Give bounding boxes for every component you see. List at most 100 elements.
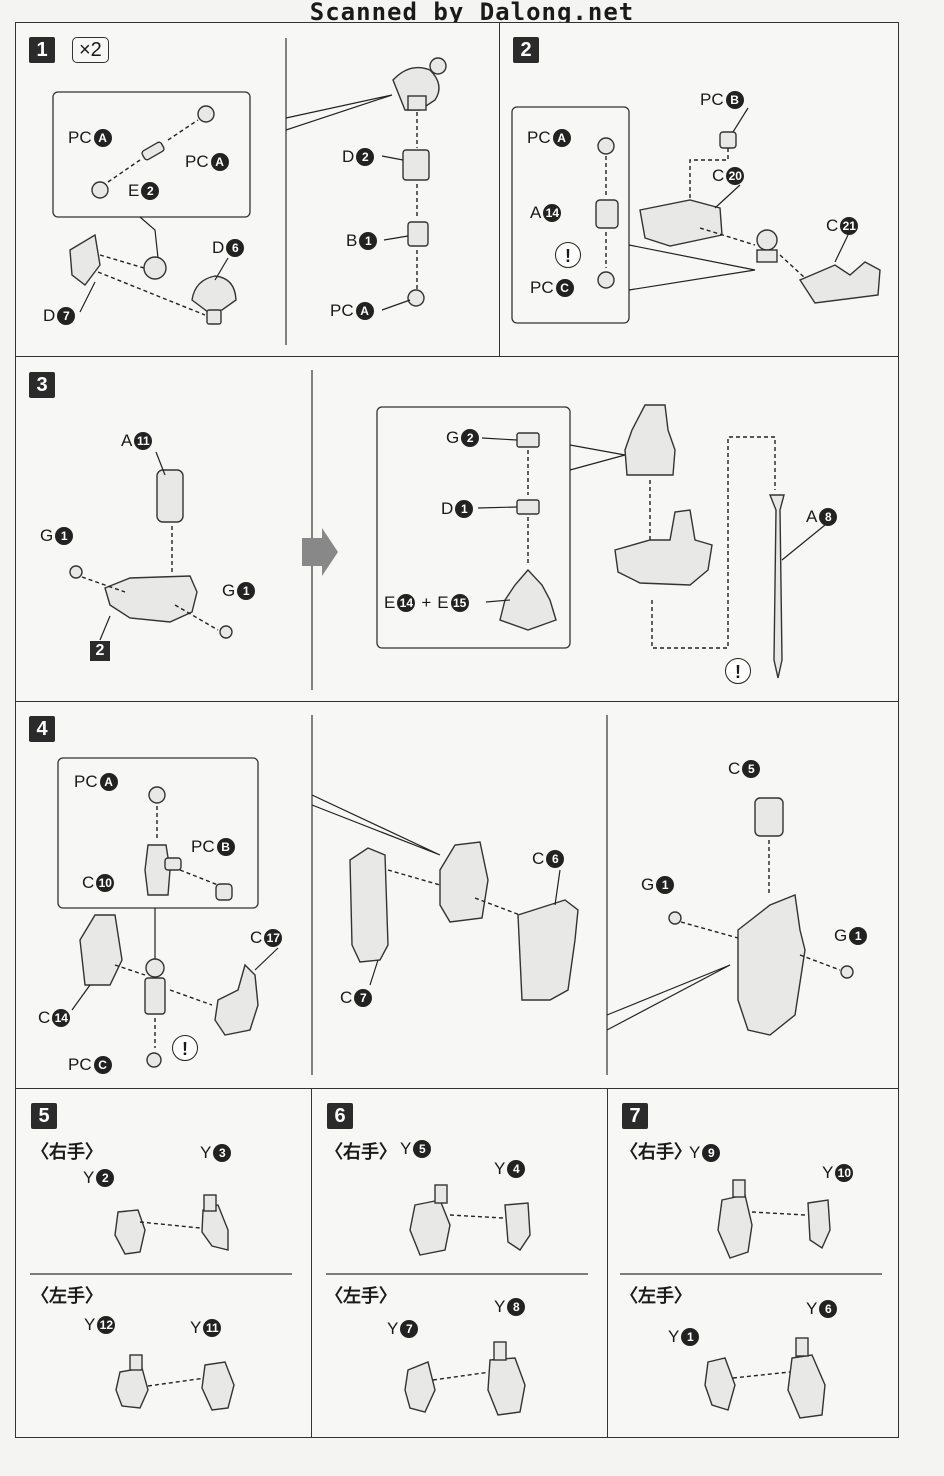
assembled-peg-part <box>624 404 676 476</box>
c17-part <box>214 963 259 1036</box>
step-2-reference: 2 <box>90 641 110 661</box>
caution-icon: ! <box>725 658 751 684</box>
c21-part <box>798 261 881 304</box>
step-6-panel <box>311 1088 609 1438</box>
a14-part <box>595 199 619 229</box>
a8-spear <box>768 494 785 679</box>
step3-inset-box <box>376 406 571 649</box>
d1-part <box>516 499 540 515</box>
y10-hand <box>807 1199 831 1250</box>
y7-hand <box>404 1361 436 1413</box>
step1-inset-box <box>52 91 251 218</box>
y11-hand <box>201 1361 235 1411</box>
y6-hand <box>787 1354 826 1419</box>
a11-part <box>156 469 184 523</box>
y12-hand <box>115 1367 149 1409</box>
right-hand-heading: 〈右手〉 <box>325 1142 397 1163</box>
y9-hand <box>717 1194 753 1259</box>
y5-hand <box>409 1199 451 1256</box>
step-3-number: 3 <box>29 372 55 398</box>
pc-b-socket <box>215 883 233 901</box>
y2-hand <box>114 1209 146 1255</box>
y4-hand <box>504 1202 531 1251</box>
pc-a-ball-right <box>197 105 215 123</box>
body-assembly <box>737 894 806 1036</box>
step-7-panel <box>607 1088 899 1438</box>
left-hand-heading: 〈左手〉 <box>31 1286 103 1307</box>
c20-part <box>639 199 723 247</box>
pc-a-ball-left <box>91 181 109 199</box>
e2-peg <box>141 141 165 161</box>
b1-part <box>407 221 429 247</box>
base-assembly <box>614 509 713 586</box>
e14-e15-part <box>499 568 557 631</box>
step-1-number: 1 <box>29 37 55 63</box>
step-6-number: 6 <box>327 1103 353 1129</box>
step-2-number: 2 <box>513 37 539 63</box>
step-5-panel <box>15 1088 313 1438</box>
multiplier-badge: ×2 <box>72 37 109 63</box>
step2-assembly <box>104 575 198 623</box>
step-4-number: 4 <box>29 716 55 742</box>
left-hand-heading: 〈左手〉 <box>325 1286 397 1307</box>
scan-credit-header: Scanned_by_Dalong.net <box>309 0 635 26</box>
step2-inset-box <box>511 106 630 324</box>
ball-joint <box>143 256 167 280</box>
caution-icon: ! <box>172 1035 198 1061</box>
y8-hand <box>487 1357 526 1416</box>
c6-part <box>517 899 579 1001</box>
d6-part <box>191 275 237 313</box>
d7-part <box>69 233 101 286</box>
right-hand-heading: 〈右手〉 <box>31 1142 103 1163</box>
step4-inset-box <box>57 757 259 909</box>
flow-arrow <box>302 528 338 576</box>
g2-part <box>516 432 540 448</box>
pc-a-ball <box>407 289 425 307</box>
pc-b-part <box>719 131 737 149</box>
c5-part <box>754 797 784 837</box>
d2-part <box>402 149 430 181</box>
caution-icon: ! <box>555 242 581 268</box>
right-hand-heading: 〈右手〉 <box>620 1142 692 1163</box>
step-5-number: 5 <box>31 1103 57 1129</box>
